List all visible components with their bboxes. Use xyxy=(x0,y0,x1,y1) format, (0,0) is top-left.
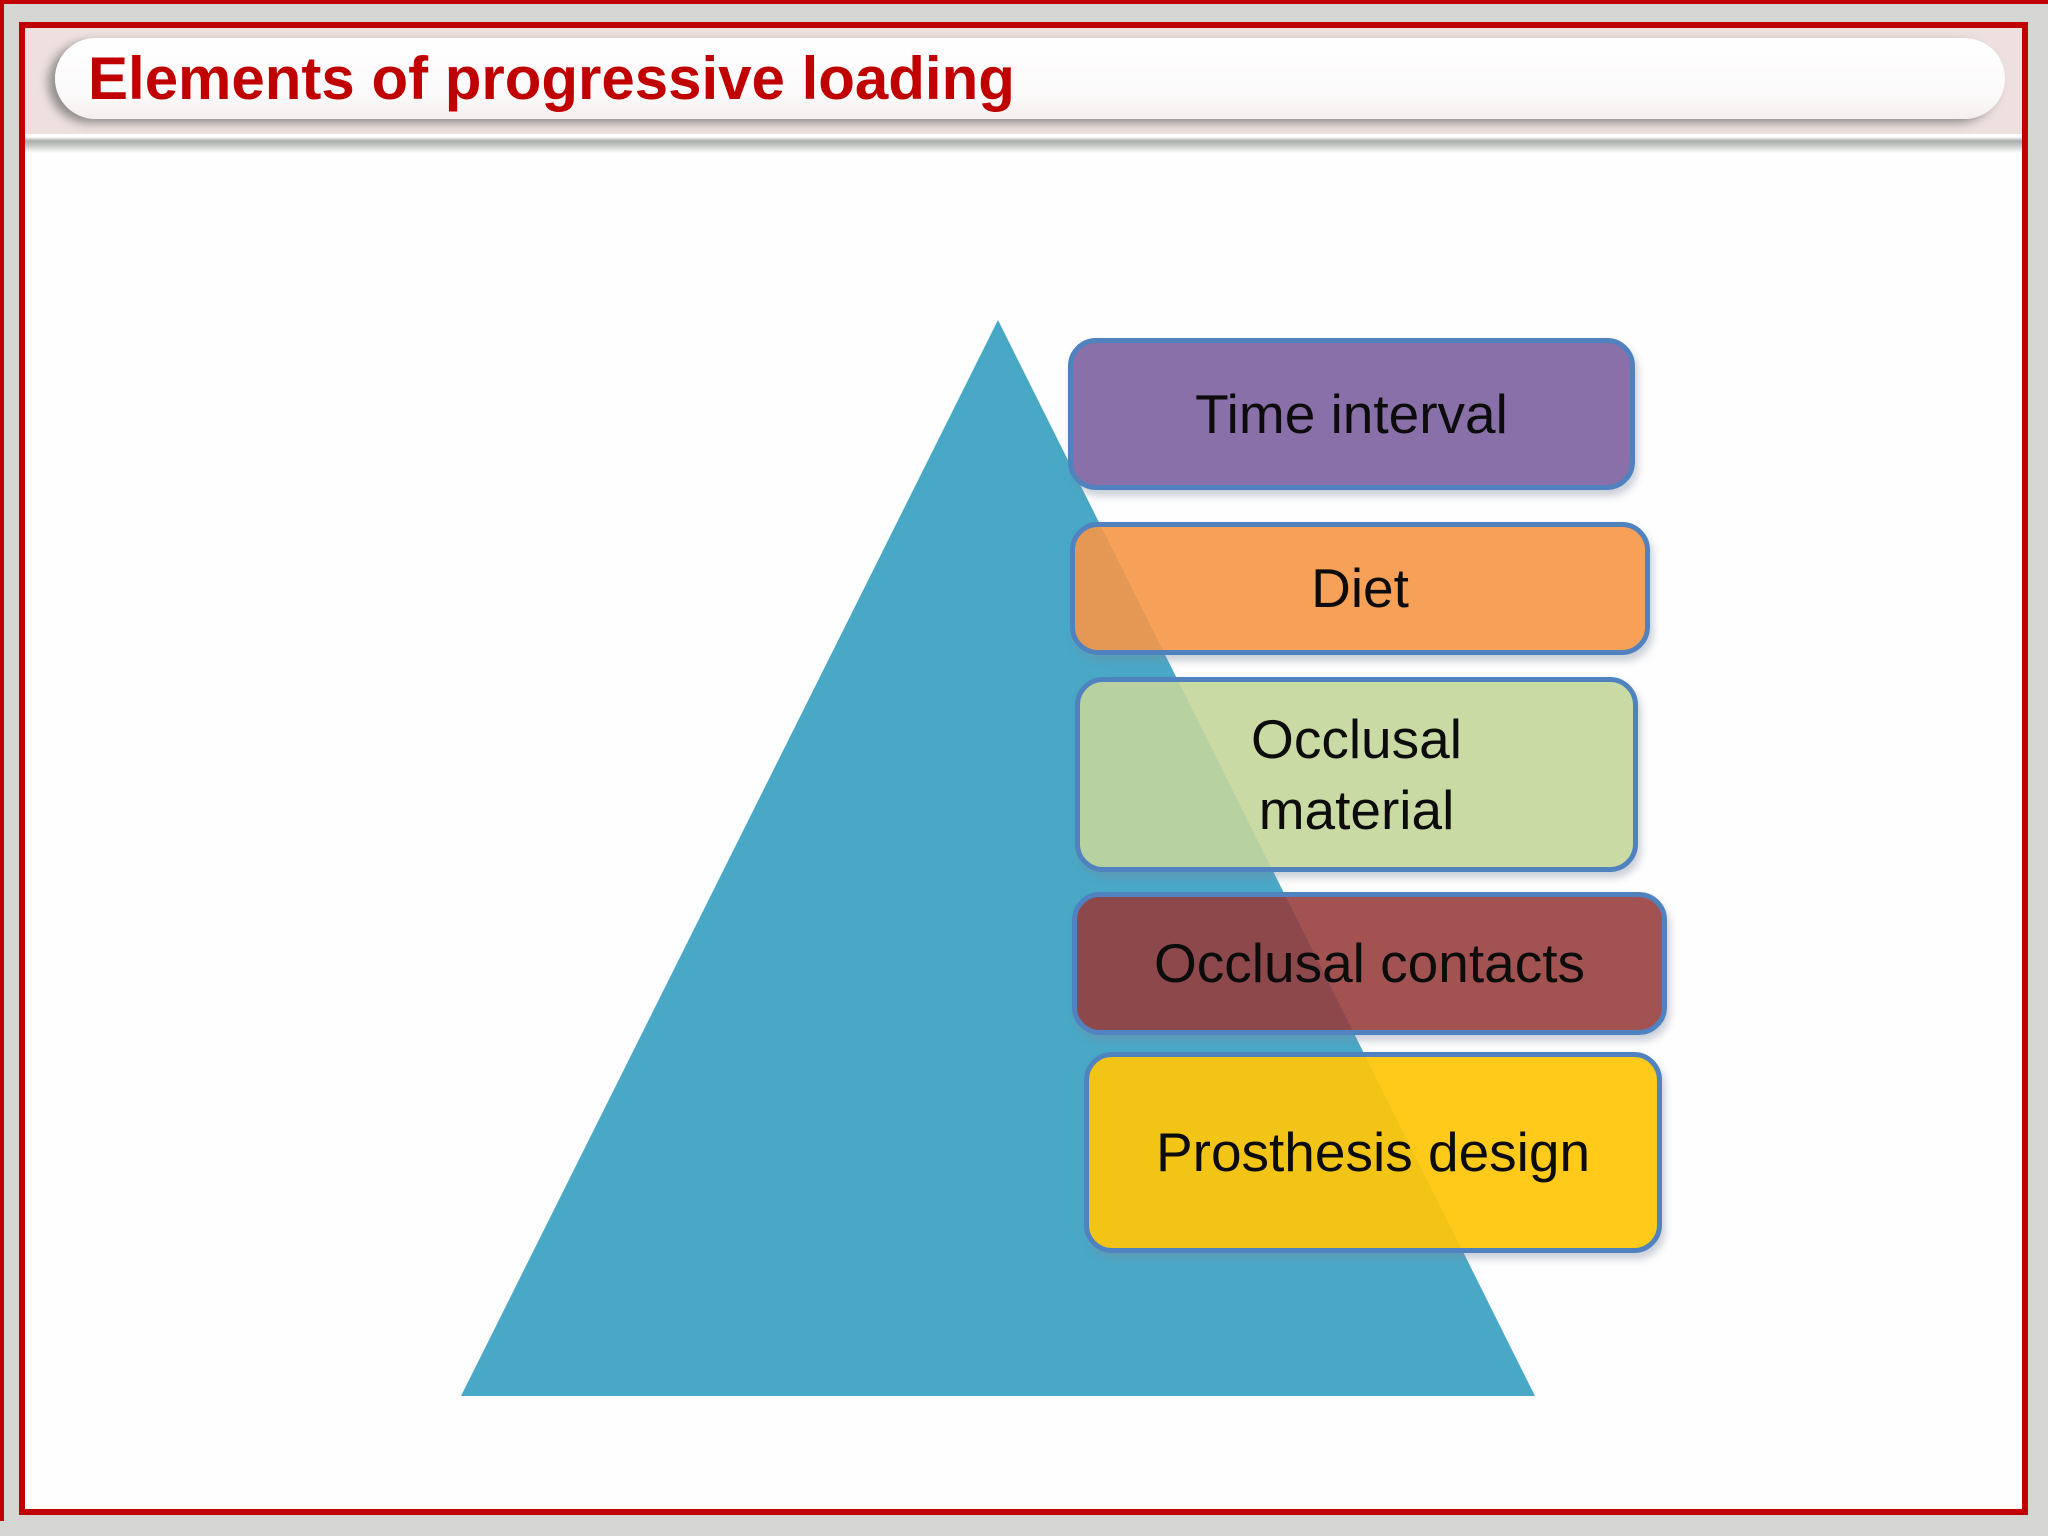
level-box-label-line1: Occlusal xyxy=(1251,708,1462,771)
level-box-occlusal-contacts: Occlusal contacts xyxy=(1072,892,1667,1035)
level-box-label-line2: material xyxy=(1258,778,1455,841)
frame-hairline-top xyxy=(0,0,2048,4)
slide-title: Elements of progressive loading xyxy=(88,45,1015,112)
level-box-label: Time interval xyxy=(1195,382,1508,445)
level-box-prosthesis-design: Prosthesis design xyxy=(1084,1052,1662,1253)
level-box-label: Diet xyxy=(1311,557,1409,620)
level-box-occlusal-material: Occlusal material xyxy=(1075,677,1638,872)
level-box-label: Occlusal contacts xyxy=(1153,932,1585,995)
level-box-diet: Diet xyxy=(1070,522,1650,655)
frame-hairline-left xyxy=(0,0,4,1521)
header-band-shadow xyxy=(25,134,2022,154)
level-box-time-interval: Time interval xyxy=(1068,338,1635,490)
level-box-label: Prosthesis design xyxy=(1155,1121,1591,1184)
header-band: Elements of progressive loading xyxy=(25,28,2022,134)
title-pill: Elements of progressive loading xyxy=(55,38,2005,119)
